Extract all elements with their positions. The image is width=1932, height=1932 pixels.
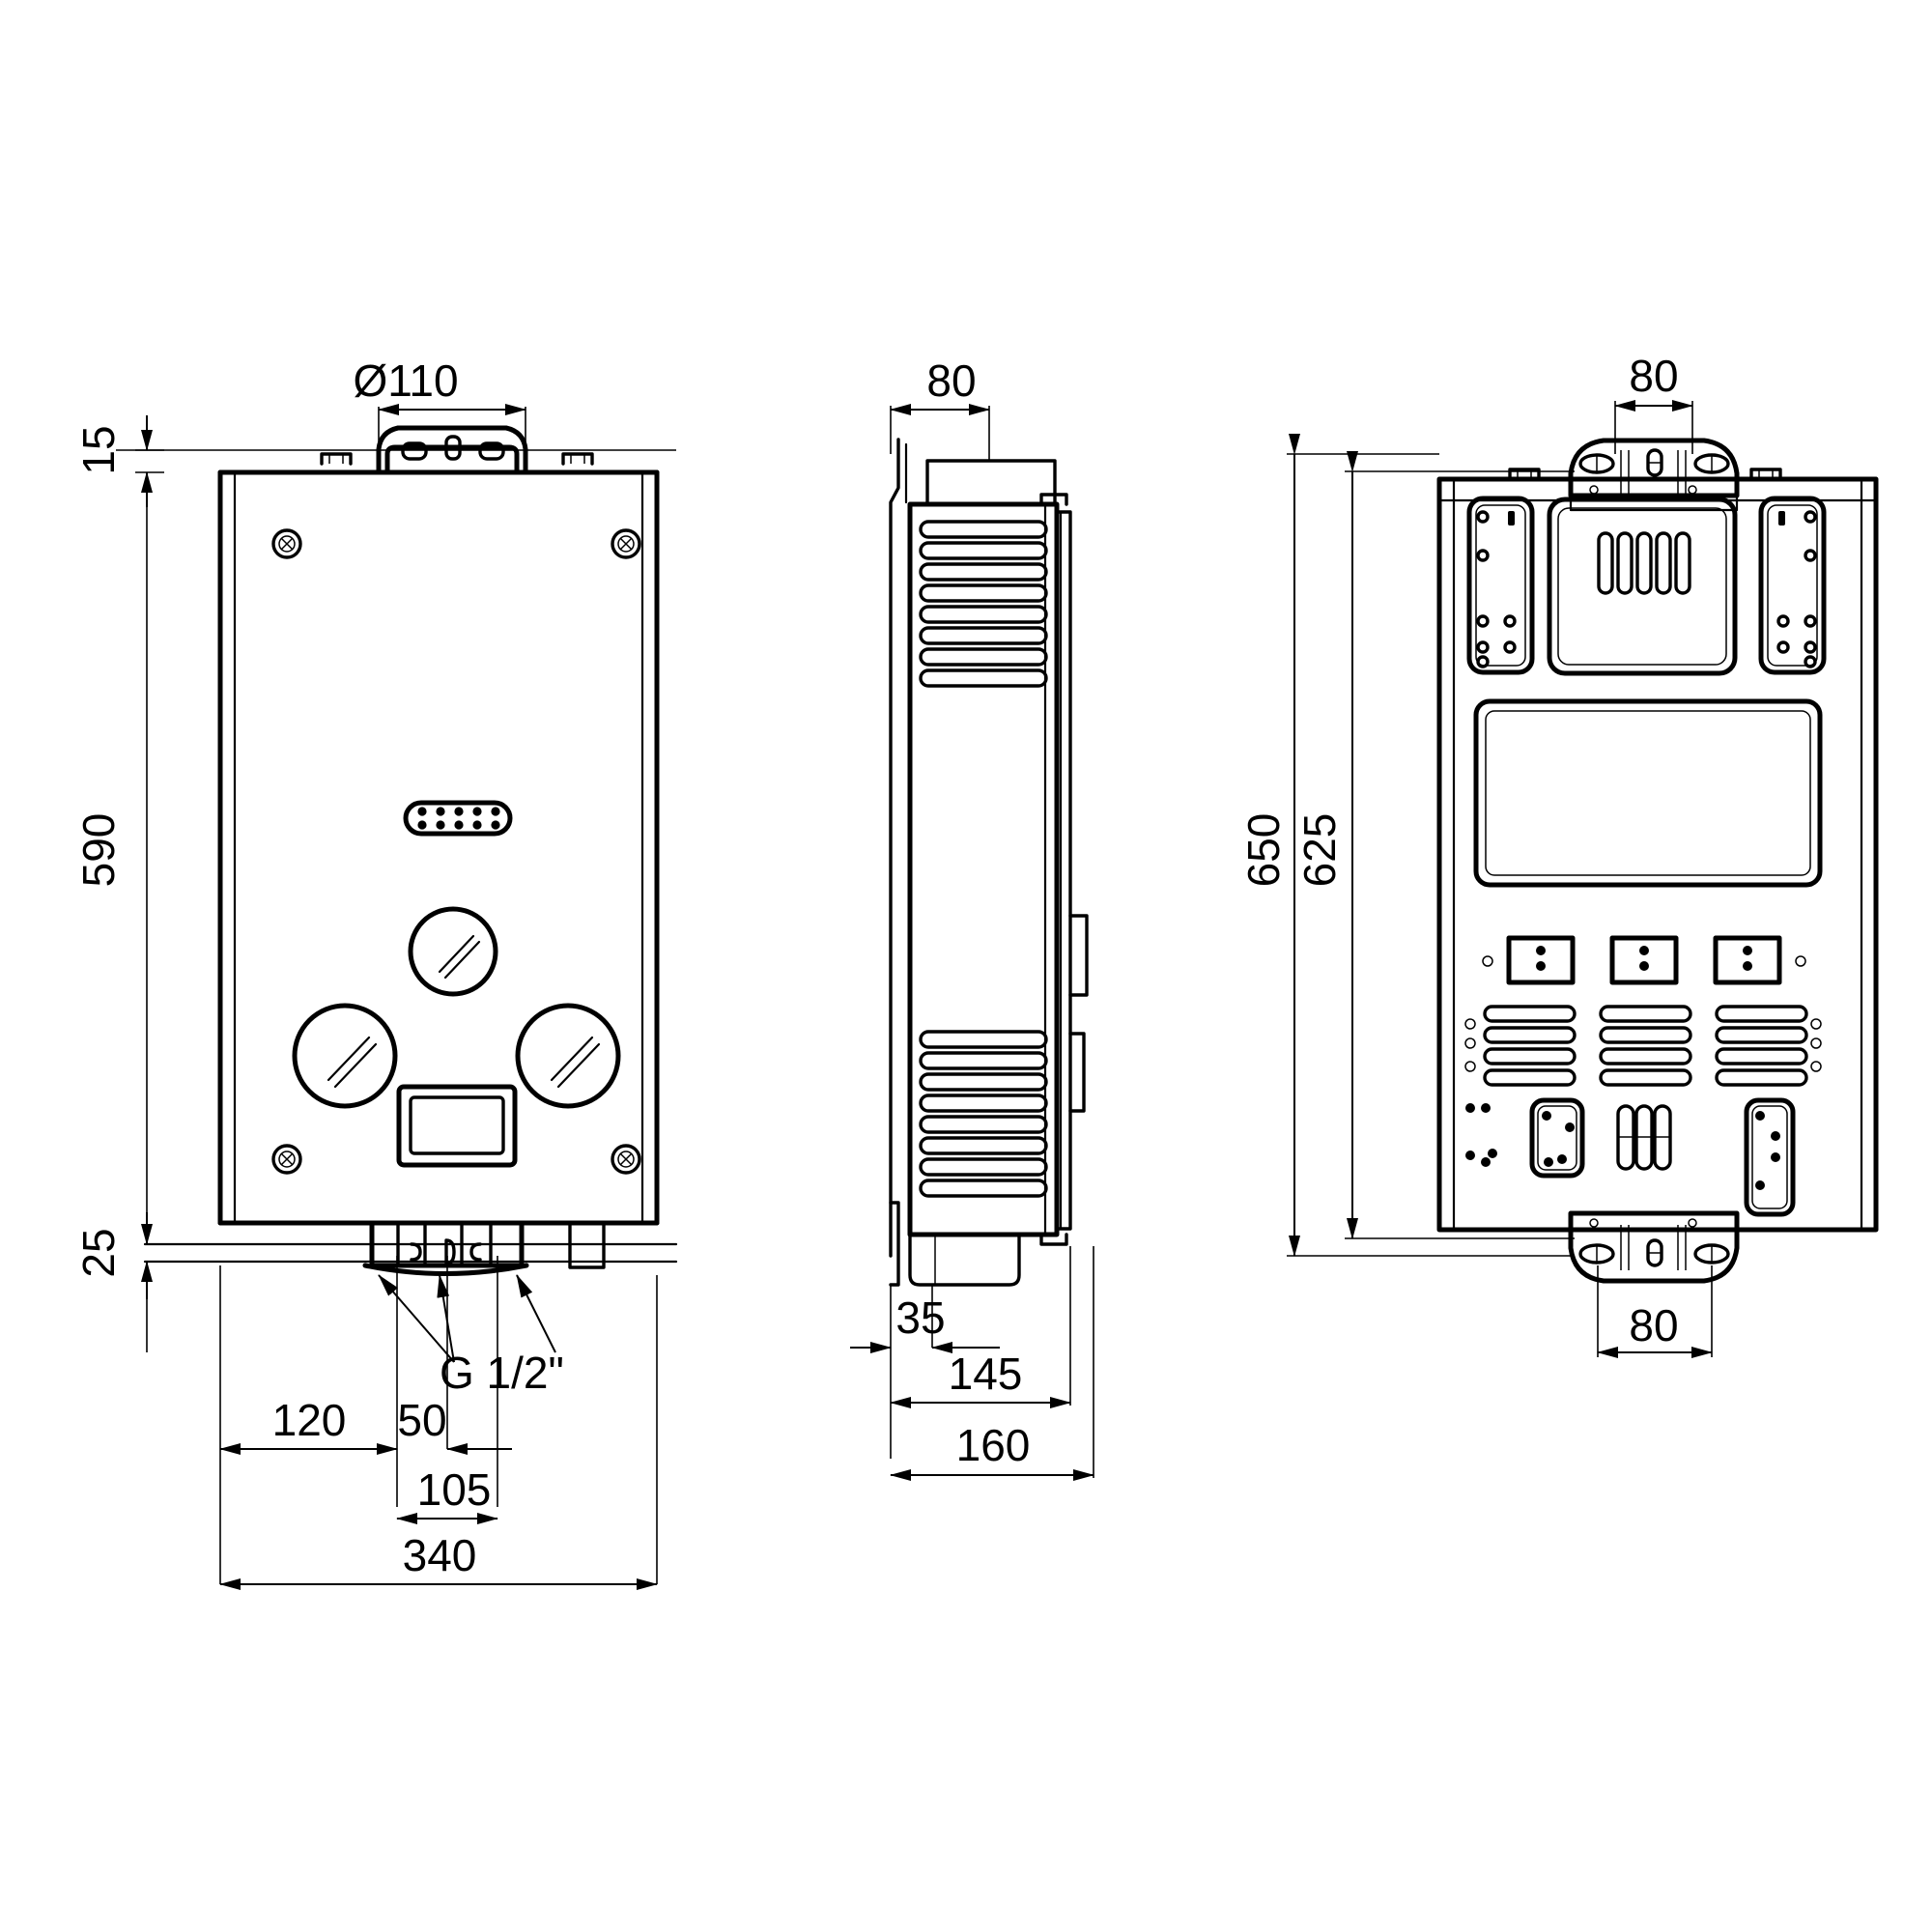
back-dot-cluster — [1465, 1103, 1497, 1167]
front-view-dimensions: Ø110 15 590 25 G 1/2" 1 — [73, 355, 658, 1590]
front-panel-screws — [271, 528, 641, 1175]
back-louver-grid — [1464, 1005, 1822, 1087]
back-top-bracket — [1568, 438, 1740, 512]
back-center-vent — [1547, 497, 1738, 676]
dim-overall-width: 340 — [403, 1530, 477, 1580]
side-lower-vent — [919, 1030, 1048, 1198]
dim-ports-span: 105 — [417, 1464, 492, 1515]
back-left-mount-plate — [1466, 496, 1535, 675]
back-lower-right-plate — [1744, 1097, 1796, 1217]
dim-bottom-offset: 25 — [73, 1228, 124, 1277]
back-view-dimensions: 80 650 625 80 — [1238, 351, 1713, 1358]
dim-left-to-port: 120 — [272, 1395, 347, 1445]
side-view-dimensions: 80 35 145 160 — [850, 355, 1094, 1481]
dim-side-front-offset: 35 — [895, 1293, 945, 1343]
dim-back-overall-height: 650 — [1238, 813, 1289, 888]
dim-flue-diameter: Ø110 — [353, 355, 458, 406]
back-right-mount-plate — [1758, 496, 1827, 675]
back-terminal-boxes — [1482, 935, 1806, 985]
front-display-window — [396, 1084, 518, 1168]
dim-side-flue-width: 80 — [926, 355, 976, 406]
dim-back-mounting-height: 625 — [1294, 813, 1345, 888]
dim-port-spacing: 50 — [397, 1395, 446, 1445]
front-knob-left[interactable] — [292, 1003, 398, 1109]
dim-connection-thread: G 1/2" — [440, 1348, 564, 1398]
back-bottom-bracket — [1568, 1210, 1740, 1284]
front-perforated-strip — [403, 800, 513, 837]
back-view — [1436, 438, 1879, 1284]
back-recessed-panel — [1473, 698, 1823, 888]
side-upper-vent — [919, 520, 1048, 688]
dim-back-bracket-width: 80 — [1629, 1300, 1678, 1350]
dim-top-offset: 15 — [73, 425, 124, 474]
front-knob-top[interactable] — [408, 906, 498, 997]
dim-side-overall-depth: 160 — [956, 1420, 1031, 1470]
dim-back-flue-width: 80 — [1629, 351, 1678, 401]
dim-side-bracket-depth: 145 — [949, 1349, 1023, 1399]
front-view — [116, 425, 678, 1276]
side-view — [889, 438, 1089, 1287]
dim-body-height: 590 — [73, 813, 124, 888]
back-lower-left-plate — [1529, 1097, 1585, 1179]
back-center-slots — [1616, 1104, 1672, 1171]
front-bottom-ports — [143, 1220, 678, 1276]
front-top-clips — [320, 452, 594, 466]
front-knob-right[interactable] — [515, 1003, 621, 1109]
